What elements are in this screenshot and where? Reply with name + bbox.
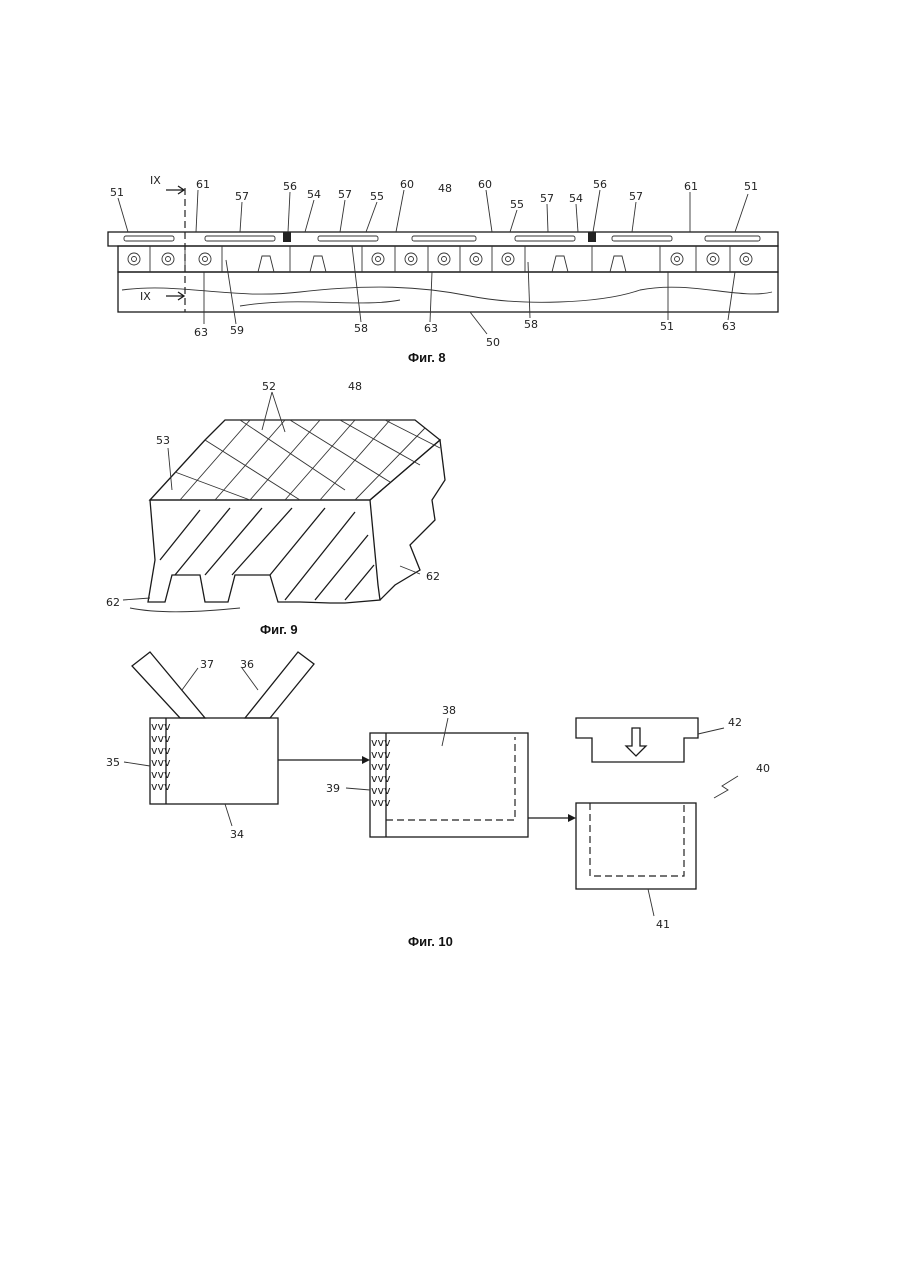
fig8-label-58-left: 58 xyxy=(354,322,368,335)
fig8-label-63-left: 63 xyxy=(194,326,208,339)
fig8-label-ix-bottom: IX xyxy=(140,290,151,303)
fig8-section-arrow-bottom xyxy=(166,292,184,300)
fig10-leader-lines xyxy=(124,668,738,916)
fig9-label-53: 53 xyxy=(156,434,170,447)
fig10-caption: Фиг. 10 xyxy=(408,934,453,949)
fig8-slab-texture xyxy=(122,287,772,302)
fig10-label-39: 39 xyxy=(326,782,340,795)
fig8-label-54-left: 54 xyxy=(307,188,321,201)
fig8-insert-56-left xyxy=(283,232,291,242)
fig8-label-51-left: 51 xyxy=(110,186,124,199)
fig8-block-dividers xyxy=(150,246,730,272)
fig8-label-61-left: 61 xyxy=(196,178,210,191)
fig8-label-55-left: 55 xyxy=(370,190,384,203)
fig8-slots xyxy=(124,236,760,241)
fig10-arrow-2-head xyxy=(568,814,576,822)
fig10-label-42: 42 xyxy=(728,716,742,729)
fig10-label-36: 36 xyxy=(240,658,254,671)
fig9-label-62-left: 62 xyxy=(106,596,120,609)
fig9-caption: Фиг. 9 xyxy=(260,622,298,637)
fig8-label-50: 50 xyxy=(486,336,500,349)
fig8-section-arrow-top xyxy=(166,186,184,194)
fig10-press-arrow xyxy=(626,728,646,756)
fig10-block-38 xyxy=(370,733,528,837)
fig8-label-56-right: 56 xyxy=(593,178,607,191)
fig10-hopper-36 xyxy=(245,652,314,718)
fig8-label-60-right: 60 xyxy=(478,178,492,191)
fig8-label-63-right: 63 xyxy=(722,320,736,333)
fig8-label-48: 48 xyxy=(438,182,452,195)
fig8-label-57-c: 57 xyxy=(540,192,554,205)
fig10-group: vvv vvv vvv vvv vvv vvv vvv vvv vvv vvv … xyxy=(106,652,770,949)
fig9-label-48: 48 xyxy=(348,380,362,393)
fig8-group: 51 IX 61 57 56 54 57 55 60 48 60 55 57 5… xyxy=(108,174,778,365)
fig8-label-55-right: 55 xyxy=(510,198,524,211)
fig8-insert-56-right xyxy=(588,232,596,242)
fig8-label-57-a: 57 xyxy=(235,190,249,203)
fig8-label-63-middle: 63 xyxy=(424,322,438,335)
fig8-label-56-left: 56 xyxy=(283,180,297,193)
fig8-label-60-left: 60 xyxy=(400,178,414,191)
fig10-label-35: 35 xyxy=(106,756,120,769)
fig9-group: 52 48 53 62 62 Фиг. 9 xyxy=(106,380,445,637)
fig8-label-57-b: 57 xyxy=(338,188,352,201)
fig10-block-38-dashed-outline xyxy=(386,737,515,820)
fig10-label-38: 38 xyxy=(442,704,456,717)
fig10-hopper-37 xyxy=(132,652,205,718)
svg-text:vvv: vvv xyxy=(371,796,391,809)
fig10-box-41-dashed-outline xyxy=(590,803,684,876)
fig9-grid-lines xyxy=(175,420,440,500)
fig8-label-ix-top: IX xyxy=(150,174,161,187)
fig9-front-face xyxy=(148,500,380,603)
fig8-slab-texture-2 xyxy=(240,300,400,306)
fig10-label-34: 34 xyxy=(230,828,244,841)
fig8-label-61-right: 61 xyxy=(684,180,698,193)
fig10-label-41: 41 xyxy=(656,918,670,931)
fig8-label-54-right: 54 xyxy=(569,192,583,205)
fig8-top-plate xyxy=(108,232,778,246)
fig9-label-62-right: 62 xyxy=(426,570,440,583)
fig10-label-40: 40 xyxy=(756,762,770,775)
fig9-ground-line xyxy=(130,608,240,612)
fig10-arrow-1-head xyxy=(362,756,370,764)
fig8-caption: Фиг. 8 xyxy=(408,350,446,365)
fig8-label-51-right: 51 xyxy=(744,180,758,193)
fig8-label-59: 59 xyxy=(230,324,244,337)
fig9-label-52: 52 xyxy=(262,380,276,393)
fig10-label-37: 37 xyxy=(200,658,214,671)
fig8-label-51-bottom: 51 xyxy=(660,320,674,333)
fig10-layer-35-marks: vvv vvv vvv vvv vvv vvv xyxy=(151,720,171,793)
fig8-block-row xyxy=(118,246,778,272)
fig9-hatching xyxy=(160,508,374,600)
svg-text:vvv: vvv xyxy=(151,780,171,793)
fig8-label-57-d: 57 xyxy=(629,190,643,203)
fig8-label-58-right: 58 xyxy=(524,318,538,331)
fig10-layer-39-marks: vvv vvv vvv vvv vvv vvv xyxy=(371,736,391,809)
